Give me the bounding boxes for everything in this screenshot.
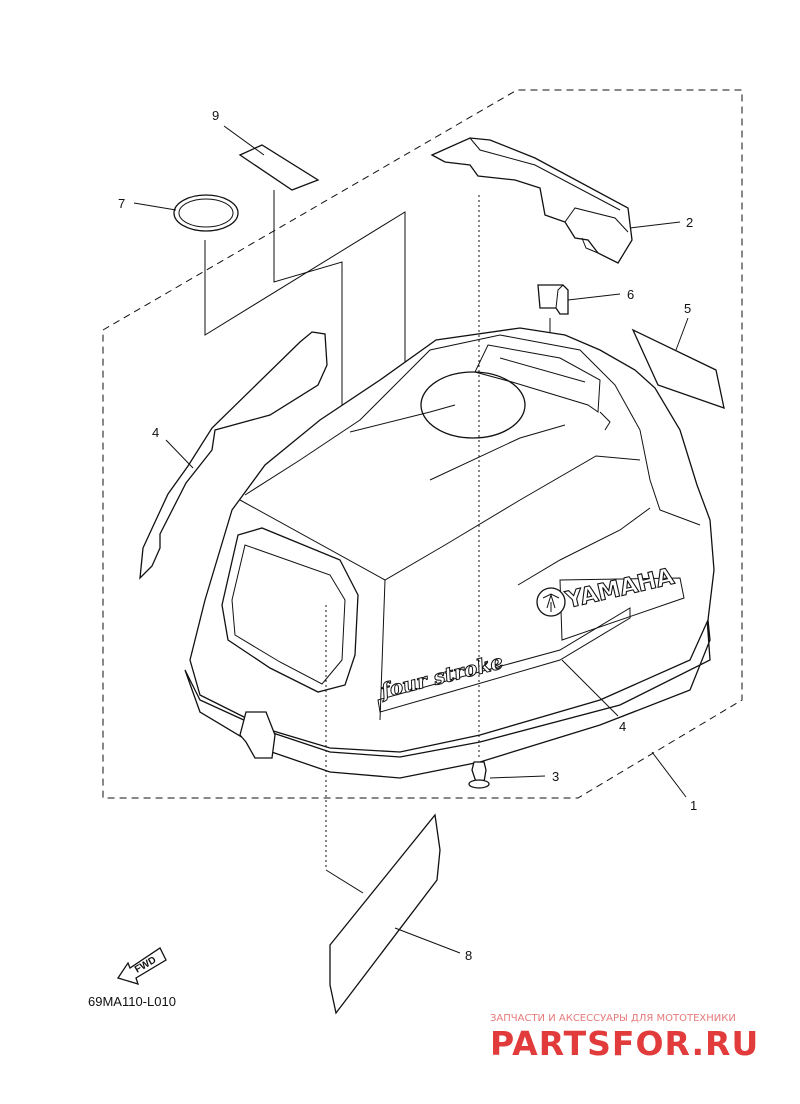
part-8-decal [329,813,441,1015]
leader-8-step [325,869,364,894]
watermark-tagline: ЗАПЧАСТИ И АКСЕССУАРЫ ДЛЯ МОТОТЕХНИКИ [490,1013,736,1024]
label-4a: 4 [152,425,159,440]
label-5: 5 [684,301,691,316]
part-7-ring [173,194,239,232]
label-9: 9 [212,108,219,123]
drawing-code: 69MA110-L010 [88,994,176,1009]
label-8: 8 [465,948,472,963]
part-5-decal [631,328,725,409]
part-2-handle [430,137,633,264]
leader-6 [567,293,621,301]
label-4b: 4 [619,719,626,734]
part-3-screw [468,761,490,789]
label-7: 7 [118,196,125,211]
label-2: 2 [686,215,693,230]
part-1-cowling [184,327,715,779]
leader-4a [165,439,194,469]
leader-7 [133,202,177,211]
leader-4b [561,659,619,717]
leader-2 [629,221,681,229]
part-4-side-decal [139,331,328,580]
fwd-arrow-icon: FWD [116,947,167,985]
leader-8 [394,927,461,954]
leader-9 [223,125,265,156]
assembly-boundary [102,89,743,799]
watermark-site: PARTSFOR.RU [490,1024,759,1063]
leader-1 [651,751,687,798]
label-1: 1 [690,798,697,813]
label-3: 3 [552,769,559,784]
part-9-label [238,144,320,191]
leader-5 [675,317,689,351]
leader-9-step [273,190,343,500]
leader-3 [489,775,546,779]
label-6: 6 [627,287,634,302]
leader-7-step [204,211,406,458]
part-6-clip [537,284,569,315]
